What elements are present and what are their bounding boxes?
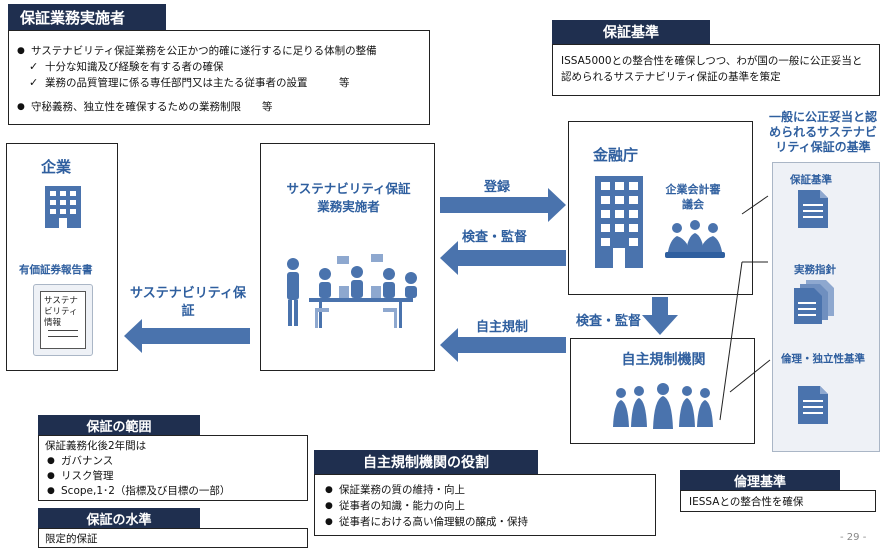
implementer-item: サステナビリティ保証業務を公正かつ的確に遂行するに足りる体制の整備: [15, 43, 423, 59]
ethics-box: IESSAとの整合性を確保: [680, 490, 876, 512]
scope-list: ガバナンス リスク管理 Scope,1･2（指標及び目標の一部）: [45, 454, 301, 499]
implementer-box: サステナビリティ保証業務を公正かつ的確に遂行するに足りる体制の整備 十分な知識及…: [8, 30, 430, 125]
standard-title-text: 保証基準: [603, 25, 659, 41]
group-people-icon: [613, 383, 713, 429]
doc1-label: 保証基準: [790, 174, 832, 186]
company-title: 企業: [41, 158, 72, 176]
ethics-document-icon: [798, 386, 828, 424]
sro-role-title-text: 自主規制機関の役割: [363, 455, 489, 471]
connector-line: [719, 261, 743, 421]
standard-text: ISSA5000との整合性を確保しつつ、わが国の一般に公正妥当と認められるサステ…: [561, 55, 863, 83]
inspect-down-arrow: [642, 297, 678, 335]
doc3-label: 倫理・独立性基準: [781, 353, 865, 365]
connector-line: [729, 359, 771, 393]
level-title-text: 保証の水準: [86, 512, 152, 528]
implementer-title: 保証業務実施者: [8, 4, 166, 30]
implementer-title-text: 保証業務実施者: [20, 8, 126, 27]
implementer-item: 十分な知識及び経験を有する者の確保: [15, 59, 423, 75]
inspect-top-label: 検査・監督: [462, 230, 528, 245]
level-text: 限定的保証: [45, 533, 98, 545]
implementer-list: サステナビリティ保証業務を公正かつ的確に遂行するに足りる体制の整備 十分な知識及…: [15, 43, 423, 115]
sro-role-box: 保証業務の質の維持・向上 従事者の知識・能力の向上 従事者における高い倫理観の醸…: [314, 474, 656, 536]
page-number: - 29 -: [840, 532, 867, 543]
self-regulation-label: 自主規制: [476, 320, 529, 335]
report-label: 有価証券報告書: [19, 264, 93, 276]
implementer-item: 業務の品質管理に係る専任部門又は主たる従事者の設置 等: [15, 75, 423, 91]
council-label: 企業会計審議会: [665, 183, 721, 211]
sro-role-list: 保証業務の質の維持・向上 従事者の知識・能力の向上 従事者における高い倫理観の醸…: [323, 482, 647, 530]
level-title: 保証の水準: [38, 508, 200, 528]
ethics-text: IESSAとの整合性を確保: [689, 496, 804, 508]
register-arrow: [440, 188, 566, 222]
fsa-panel: 金融庁 企業会計審議会: [568, 121, 753, 295]
doc2-label: 実務指針: [794, 264, 836, 276]
implementer-item: 守秘義務、独立性を確保するための業務制限 等: [15, 99, 423, 115]
meeting-people-icon: [287, 254, 417, 328]
sro-title: 自主規制機関: [621, 352, 706, 368]
council-meeting-icon: [665, 220, 725, 258]
scope-intro: 保証義務化後2年間は: [45, 440, 147, 452]
standard-title: 保証基準: [552, 20, 710, 44]
sro-role-item: 保証業務の質の維持・向上: [323, 482, 647, 498]
sro-role-item: 従事者の知識・能力の向上: [323, 498, 647, 514]
inspect-bottom-label: 検査・監督: [576, 314, 642, 329]
right-heading: 一般に公正妥当と認められるサステナビリティ保証の基準: [768, 110, 877, 154]
inspect-top-arrow: [440, 241, 566, 275]
fsa-title: 金融庁: [593, 146, 639, 164]
scope-title: 保証の範囲: [38, 415, 200, 435]
sro-role-title: 自主規制機関の役割: [314, 450, 538, 474]
report-document-icon: サステナビリティ情報: [33, 284, 93, 356]
assurance-arrow: [124, 319, 250, 353]
center-title: サステナビリティ保証業務実施者: [286, 181, 411, 214]
report-doc-text: サステナビリティ情報: [44, 296, 78, 328]
standard-box: ISSA5000との整合性を確保しつつ、わが国の一般に公正妥当と認められるサステ…: [552, 44, 880, 96]
government-building-icon: [595, 176, 643, 268]
building-icon: [45, 186, 81, 228]
documents-stack-icon: [794, 280, 834, 324]
sro-role-item: 従事者における高い倫理観の醸成・保持: [323, 514, 647, 530]
company-panel: 企業 有価証券報告書 サステナビリティ情報: [6, 143, 118, 371]
ethics-title: 倫理基準: [680, 470, 840, 490]
register-label: 登録: [484, 180, 511, 195]
implementer-panel: サステナビリティ保証業務実施者: [260, 143, 435, 371]
scope-item: Scope,1･2（指標及び目標の一部）: [45, 484, 301, 499]
assurance-label: サステナビリティ保証: [130, 286, 246, 319]
connector-line: [741, 195, 769, 215]
self-regulation-arrow: [440, 328, 566, 362]
scope-item: リスク管理: [45, 469, 301, 484]
scope-box: 保証義務化後2年間は ガバナンス リスク管理 Scope,1･2（指標及び目標の…: [38, 435, 308, 501]
scope-item: ガバナンス: [45, 454, 301, 469]
ethics-title-text: 倫理基準: [733, 474, 786, 490]
document-icon: [798, 190, 828, 228]
level-box: 限定的保証: [38, 528, 308, 548]
scope-title-text: 保証の範囲: [86, 419, 152, 435]
